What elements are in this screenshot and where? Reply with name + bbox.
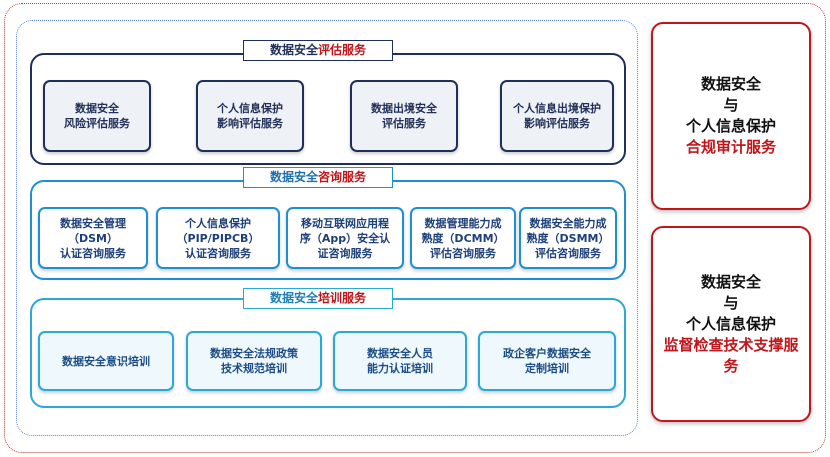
supervision-support-panel[interactable]: 数据安全 与 个人信息保护 监督检查技术支撑服务 [651,226,811,422]
compliance-audit-panel[interactable]: 数据安全 与 个人信息保护 合规审计服务 [651,22,811,210]
training-item-certification[interactable]: 数据安全人员 能力认证培训 [333,331,467,391]
consulting-item-pip[interactable]: 个人信息保护 （PIP/PIPCB） 认证咨询服务 [156,207,280,269]
training-title-prefix: 数据安全 [269,291,318,305]
compliance-audit-line1: 数据安全 [700,75,761,93]
evaluation-item-cross-border-pi[interactable]: 个人信息出境保护 影响评估服务 [500,80,614,152]
supervision-support-line2: 与 [723,293,739,312]
consulting-title-prefix: 数据安全 [269,170,318,184]
evaluation-item-cross-border-data[interactable]: 数据出境安全 评估服务 [350,80,458,152]
consulting-item-dsmm[interactable]: 数据安全能力成 熟度（DSMM） 评估咨询服务 [519,207,617,269]
consulting-section-title: 数据安全咨询服务 [243,167,393,188]
training-item-custom[interactable]: 政企客户数据安全 定制培训 [478,331,616,391]
outer-frame [4,3,826,453]
compliance-audit-line3: 个人信息保护 [685,117,776,135]
consulting-item-dsm[interactable]: 数据安全管理 （DSM） 认证咨询服务 [38,207,148,269]
compliance-audit-highlight: 合规审计服务 [685,138,776,156]
consulting-title-highlight: 咨询服务 [318,170,367,184]
supervision-support-line1: 数据安全 [700,272,761,291]
evaluation-title-highlight: 评估服务 [318,43,367,57]
evaluation-title-prefix: 数据安全 [269,43,318,57]
training-title-highlight: 培训服务 [318,291,367,305]
consulting-item-app[interactable]: 移动互联网应用程 序（App）安全认 证咨询服务 [286,207,404,269]
supervision-support-highlight: 监督检查技术支撑服务 [663,335,799,375]
evaluation-item-risk[interactable]: 数据安全 风险评估服务 [43,80,151,152]
consulting-item-dcmm[interactable]: 数据管理能力成 熟度（DCMM） 评估咨询服务 [410,207,516,269]
supervision-support-line3: 个人信息保护 [685,314,776,333]
training-item-awareness[interactable]: 数据安全意识培训 [38,331,174,391]
evaluation-item-pia[interactable]: 个人信息保护 影响评估服务 [196,80,304,152]
training-item-regulation[interactable]: 数据安全法规政策 技术规范培训 [186,331,322,391]
services-panel [16,20,638,436]
training-section-title: 数据安全培训服务 [243,288,393,309]
evaluation-section-title: 数据安全评估服务 [243,40,393,61]
compliance-audit-line2: 与 [723,96,739,114]
